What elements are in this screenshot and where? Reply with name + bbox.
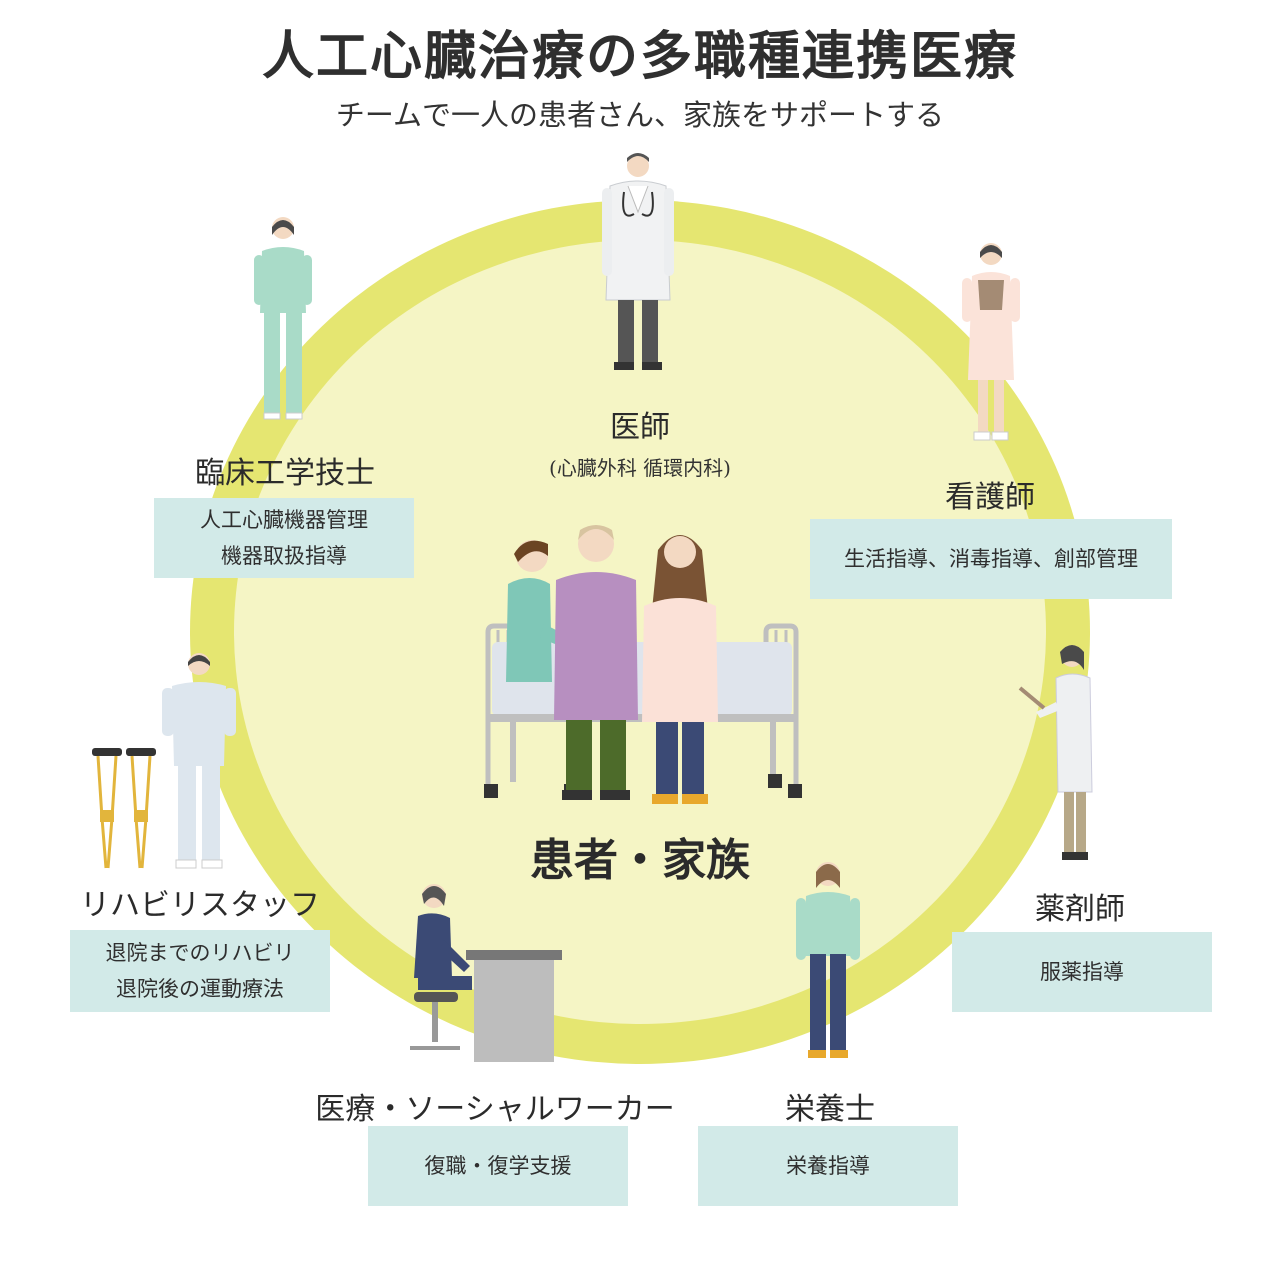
role-rehab-box: 退院までのリハビリ 退院後の運動療法	[70, 930, 330, 1012]
doctor-figure	[602, 153, 674, 370]
role-nurse-box: 生活指導、消毒指導、創部管理	[810, 519, 1172, 599]
role-social-worker-line: 復職・復学支援	[424, 1154, 572, 1178]
role-rehab-line: 退院までのリハビリ	[105, 941, 295, 965]
center-label: 患者・家族	[530, 835, 750, 886]
social-worker-figure	[410, 884, 472, 1050]
family-man-figure	[554, 525, 638, 800]
pharmacist-figure	[1018, 645, 1093, 860]
role-nurse-line: 生活指導、消毒指導、創部管理	[844, 547, 1138, 571]
desk-icon	[466, 950, 562, 1062]
rehab-staff-figure	[162, 653, 236, 869]
role-dietitian-box: 栄養指導	[698, 1126, 958, 1206]
role-dietitian-line: 栄養指導	[786, 1154, 870, 1178]
family-woman-figure	[642, 535, 718, 804]
page-title: 人工心臓治療の多職種連携医療	[261, 26, 1018, 87]
crutches-icon	[92, 748, 156, 869]
role-engineer-line: 人工心臓機器管理	[200, 508, 368, 532]
role-doctor-sub: (心臓外科 循環内科)	[549, 456, 731, 480]
nurse-figure	[962, 243, 1020, 441]
role-pharmacist-line: 服薬指導	[1040, 960, 1124, 984]
role-engineer-name: 臨床工学技士	[195, 456, 375, 491]
dietitian-figure	[796, 862, 860, 1058]
role-nurse-name: 看護師	[945, 480, 1035, 515]
role-doctor-name: 医師	[610, 410, 670, 445]
role-social-worker-name: 医療・ソーシャルワーカー	[315, 1092, 675, 1127]
role-pharmacist-box: 服薬指導	[952, 932, 1212, 1012]
role-engineer-box: 人工心臓機器管理 機器取扱指導	[154, 498, 414, 578]
role-social-worker-box: 復職・復学支援	[368, 1126, 628, 1206]
role-pharmacist-name: 薬剤師	[1035, 892, 1125, 927]
role-rehab-line: 退院後の運動療法	[116, 977, 284, 1001]
role-rehab-name: リハビリスタッフ	[80, 888, 320, 923]
role-dietitian-name: 栄養士	[785, 1092, 875, 1127]
engineer-figure	[254, 217, 312, 420]
role-engineer-line: 機器取扱指導	[221, 544, 347, 568]
care-ring-inner	[234, 240, 1046, 1024]
page-subtitle: チームで一人の患者さん、家族をサポートする	[335, 98, 945, 132]
